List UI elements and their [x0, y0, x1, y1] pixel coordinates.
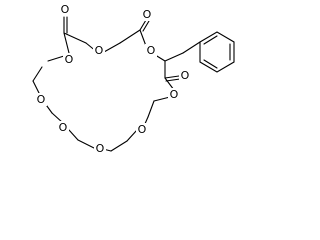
- double-bond: [165, 78, 181, 82]
- atom-label-bg: [59, 3, 71, 16]
- ether-oxygen-lower-left: O: [59, 121, 68, 134]
- ether-oxygen-left: O: [37, 93, 46, 106]
- single-bond: [182, 41, 201, 54]
- ester-oxygen-right: O: [170, 88, 179, 101]
- single-bond: [77, 139, 97, 150]
- atom-label-bg: [168, 88, 180, 101]
- single-bond: [47, 55, 65, 62]
- single-bond: [68, 129, 79, 141]
- atom-label-bg: [35, 93, 47, 106]
- phenyl-ring: [199, 31, 235, 73]
- atom-label-bg: [63, 53, 75, 66]
- carbonyl-oxygen-top-left: O: [61, 3, 70, 16]
- bond-group: [32, 16, 235, 152]
- double-bond: [139, 19, 147, 31]
- single-bond: [119, 29, 141, 44]
- ether-oxygen-lower-right: O: [138, 123, 147, 136]
- single-bond: [126, 129, 138, 142]
- atom-label-bg: [145, 44, 157, 57]
- single-bond: [110, 140, 128, 152]
- aromatic-inner-bond: [203, 59, 218, 69]
- carbonyl-oxygen-right: O: [181, 69, 190, 82]
- double-bond: [142, 20, 150, 32]
- double-bond: [164, 75, 180, 79]
- aromatic-inner-bond: [203, 35, 218, 45]
- ether-oxygen-bottom: O: [96, 142, 105, 155]
- atom-label-bg: [57, 121, 69, 134]
- single-bond: [103, 42, 121, 53]
- ester-oxygen-upper: O: [147, 44, 156, 57]
- molecule-structure-diagram: O O O O O O O O O O O: [32, 3, 235, 155]
- ether-oxygen-top-center: O: [95, 44, 104, 57]
- carbonyl-oxygen-top-right: O: [143, 8, 152, 21]
- atom-label-bg: [93, 44, 105, 57]
- single-bond: [147, 100, 155, 118]
- single-bond: [164, 52, 184, 62]
- atom-label-bg: [94, 142, 106, 155]
- single-bond: [32, 66, 43, 82]
- atom-label-group: O O O O O O O O O O O: [35, 3, 191, 155]
- ester-oxygen-left: O: [65, 53, 74, 66]
- single-bond: [139, 29, 147, 47]
- atom-label-bg: [179, 69, 191, 82]
- atom-label-bg: [141, 8, 153, 21]
- single-bond: [32, 80, 41, 96]
- single-bond: [63, 32, 87, 44]
- atom-label-bg: [136, 123, 148, 136]
